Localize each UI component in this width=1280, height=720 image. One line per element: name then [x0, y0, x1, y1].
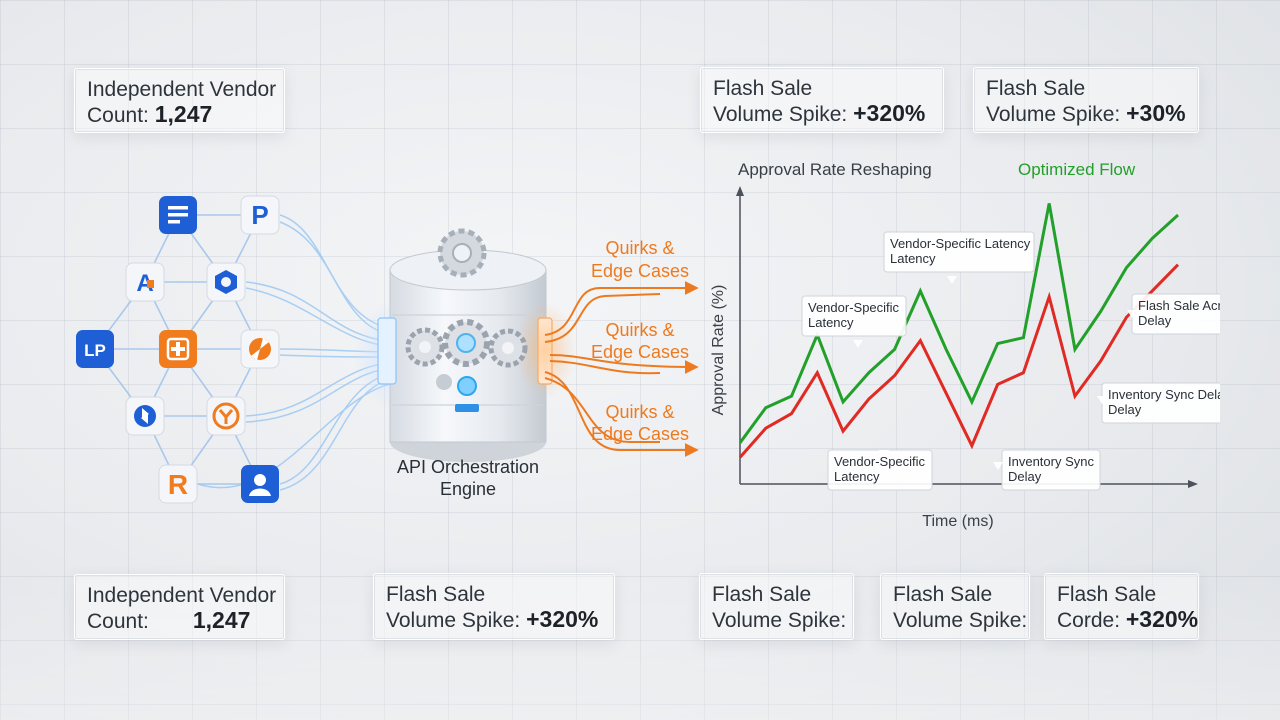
card-title: Flash Sale: [713, 77, 813, 100]
y-axis-arrow-icon: [736, 186, 744, 196]
split-a-icon: A: [125, 262, 165, 302]
card-label: Volume Spike:: [386, 609, 521, 632]
series-optimized-flow-line: [738, 203, 1180, 444]
r-letter-icon: R: [158, 464, 198, 504]
card-title: Flash Sale: [1057, 583, 1157, 606]
card-label: Count:: [87, 610, 149, 633]
medical-cross-icon: [159, 330, 197, 368]
series-baseline-line: [738, 263, 1180, 459]
quirks-label-1-line2: Edge Cases: [591, 261, 689, 281]
annotation-text: Flash Sale Acro: [1138, 298, 1220, 313]
x-axis-label: Time (ms): [922, 513, 993, 530]
engine-label-line2: Engine: [440, 479, 496, 499]
annotation-text: Vendor-Specific: [834, 454, 926, 469]
flash-sale-card-bottom-2: Flash Sale Volume Spike:: [699, 573, 854, 640]
legend-optimized-flow: Optimized Flow: [1018, 160, 1136, 179]
gear-icon: [405, 327, 445, 367]
card-title: Flash Sale: [893, 583, 993, 606]
x-axis-arrow-icon: [1188, 480, 1198, 488]
svg-text:LP: LP: [84, 341, 106, 360]
quirks-label-1-line1: Quirks &: [605, 238, 674, 258]
card-value: 1,247: [192, 607, 251, 633]
user-profile-icon: [241, 465, 279, 503]
card-title: Independent Vendor: [87, 78, 277, 101]
quirks-label-2-line1: Quirks &: [605, 320, 674, 340]
quirks-label-3-line1: Quirks &: [605, 402, 674, 422]
annotation-pointer: [853, 340, 863, 348]
status-bar-icon: [455, 404, 479, 412]
card-value: 1,247: [154, 101, 213, 127]
status-light-icon: [457, 376, 477, 396]
engine-label-line1: API Orchestration: [397, 457, 539, 477]
leaf-clover-icon: [125, 396, 165, 436]
flash-sale-card-top-2: Flash Sale Volume Spike: +30%: [973, 67, 1199, 133]
annotation-pointer: [947, 276, 957, 284]
hexagon-ring-icon: [206, 262, 246, 302]
annotation-box: [801, 295, 907, 337]
card-label: Count:: [87, 104, 149, 127]
card-title: Flash Sale: [712, 583, 812, 606]
card-value: +320%: [1125, 606, 1199, 632]
card-title: Flash Sale: [986, 77, 1086, 100]
annotation-text: Delay: [1138, 313, 1172, 328]
card-label: Volume Spike:: [893, 609, 1028, 632]
annotation-text: Latency: [834, 469, 880, 484]
card-title: Flash Sale: [386, 583, 486, 606]
annotation-text: Inventory Sync: [1008, 454, 1094, 469]
y-badge-icon: [206, 396, 246, 436]
vendor-count-card-top: Independent Vendor Count: 1,247: [74, 68, 285, 133]
api-orchestration-engine: [377, 228, 575, 462]
chain-link-icon: LP: [76, 330, 114, 368]
flash-sale-card-top-1: Flash Sale Volume Spike: +320%: [700, 67, 944, 133]
card-value: +30%: [1126, 100, 1186, 126]
vendor-count-card-bottom: Independent Vendor Count: 1,247: [74, 574, 285, 640]
orchestration-diagram: API Orchestration Engine Quirks & Edge C…: [76, 195, 699, 504]
flash-sale-card-bottom-4: Flash Sale Corde: +320%: [1044, 573, 1199, 640]
card-value: +320%: [526, 606, 599, 632]
gear-icon: [442, 319, 490, 367]
card-value: +320%: [853, 100, 926, 126]
annotation-text: Vendor-Specific: [808, 300, 900, 315]
annotation-pointer: [879, 450, 889, 458]
document-list-icon: [159, 196, 197, 234]
card-label: Volume Spike:: [713, 103, 848, 126]
chart-title: Approval Rate Reshaping: [738, 160, 932, 179]
card-label: Volume Spike:: [712, 609, 847, 632]
y-axis-label: Approval Rate (%): [710, 285, 727, 416]
quirks-label-3-line2: Edge Cases: [591, 424, 689, 444]
annotation-text: Inventory Sync Delay: [1108, 387, 1220, 402]
annotation-pointer: [1127, 310, 1137, 318]
annotation-text: Latency: [808, 315, 854, 330]
annotation-pointer: [993, 462, 1003, 470]
background-floor: [0, 570, 1280, 720]
flash-sale-card-bottom-3: Flash Sale Volume Spike:: [880, 573, 1030, 640]
annotation-text: Vendor-Specific Latency: [890, 236, 1031, 251]
quirks-arrows: [544, 281, 699, 457]
flash-sale-card-bottom-1: Flash Sale Volume Spike: +320%: [373, 573, 615, 640]
annotation-text: Delay: [1008, 469, 1042, 484]
card-title: Independent Vendor: [87, 584, 277, 607]
approval-rate-chart: Approval Rate Reshaping Optimized Flow A…: [710, 160, 1220, 530]
svg-text:P: P: [251, 200, 268, 230]
annotation-text: Latency: [890, 251, 936, 266]
annotation-box: [1001, 449, 1101, 491]
svg-text:R: R: [168, 469, 188, 500]
annotation-pointer: [1097, 396, 1107, 404]
card-label: Corde:: [1057, 609, 1121, 632]
quirks-label-2-line2: Edge Cases: [591, 342, 689, 362]
annotation-text: Delay: [1108, 402, 1142, 417]
pinwheel-icon: [240, 329, 280, 369]
svg-text:A: A: [136, 270, 153, 297]
gear-icon: [437, 228, 487, 278]
card-label: Volume Spike:: [986, 103, 1121, 126]
annotation-box: [883, 231, 1035, 273]
gear-icon: [488, 328, 528, 368]
p-letter-icon: P: [240, 195, 280, 235]
